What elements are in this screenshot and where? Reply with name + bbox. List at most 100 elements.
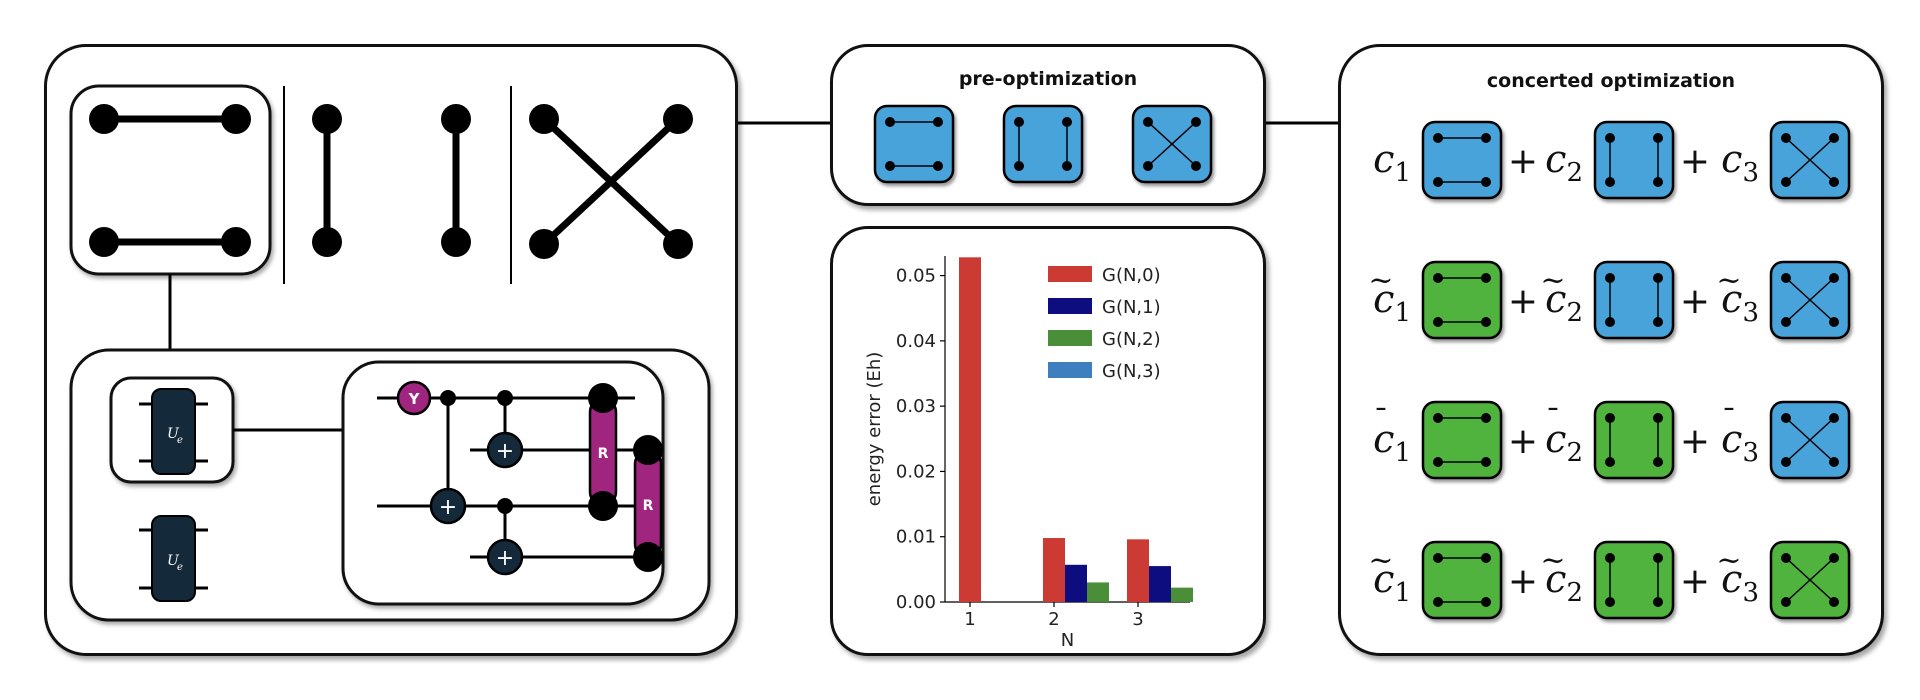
plus-sign: + [1508, 561, 1538, 602]
coefficient: c1 [1373, 137, 1411, 188]
bar-G(N,2) [1171, 587, 1193, 602]
graph-horizontal-pairs [104, 115, 236, 246]
pre-optimization-title: pre-optimization [958, 68, 1138, 90]
y-tick-label: 0.04 [896, 331, 936, 352]
coefficient: c1 [1373, 417, 1411, 468]
control-dot [497, 390, 513, 406]
graph-node [663, 104, 693, 134]
decomposed-circuit-box [341, 360, 665, 606]
coefficient-accent: ~ [1540, 543, 1565, 578]
equation-row: c1~+c2~+c3~ [1368, 260, 1851, 340]
plus-sign: + [1680, 561, 1710, 602]
coefficient-accent: ¯ [1722, 403, 1737, 438]
mini-graph [875, 106, 953, 182]
coefficient-accent: ~ [1540, 263, 1565, 298]
equation-row: c1+c2+c3 [1373, 120, 1851, 200]
pre-optimization-panel: pre-optimization [830, 44, 1266, 206]
mini-graph [1133, 106, 1211, 182]
plus-sign: + [1508, 281, 1538, 322]
unitary-gate: U e [139, 515, 208, 602]
bar-G(N,0) [1127, 539, 1149, 602]
equation-row: c1~+c2~+c3~ [1368, 540, 1851, 620]
svg-text:+: + [496, 546, 514, 571]
mini-graph-h-green [1421, 540, 1503, 620]
legend-swatch [1048, 362, 1092, 378]
coefficient: c3 [1721, 557, 1759, 608]
bar-G(N,2) [1087, 582, 1109, 602]
graph-node [89, 227, 119, 257]
x-tick-label: 2 [1048, 609, 1059, 630]
unitary-label: U [167, 553, 180, 569]
cnot-target: + [486, 538, 524, 576]
coefficient: c1 [1373, 557, 1411, 608]
graph-node [312, 227, 342, 257]
legend-label: G(N,0) [1102, 265, 1161, 286]
legend-label: G(N,1) [1102, 297, 1161, 318]
graph-decomposition-panel: U e U e [44, 44, 738, 656]
bar-G(N,0) [1043, 538, 1065, 602]
legend-swatch [1048, 266, 1092, 282]
graph-node [221, 227, 251, 257]
mini-graph-h-blue [1421, 120, 1503, 200]
graph-cross-pairs [529, 104, 693, 259]
mini-graph-v-blue [1593, 120, 1675, 200]
legend-label: G(N,2) [1102, 329, 1161, 350]
y-tick-label: 0.05 [896, 266, 936, 287]
bar-G(N,1) [1149, 566, 1171, 602]
coefficient: c3 [1721, 277, 1759, 328]
legend-label: G(N,3) [1102, 361, 1161, 382]
unitary-label: U [167, 426, 180, 442]
plus-sign: + [1508, 141, 1538, 182]
mini-graph-x-green [1769, 540, 1851, 620]
mini-graph-v-green [1593, 400, 1675, 480]
cnot-target: + [429, 487, 467, 525]
mini-graph-x-blue [1769, 120, 1851, 200]
coefficient: c2 [1545, 277, 1583, 328]
mini-graph [1004, 106, 1082, 182]
mini-graph-h-green [1421, 400, 1503, 480]
plus-sign: + [1680, 281, 1710, 322]
coefficient: c2 [1545, 417, 1583, 468]
coefficient-accent: ¯ [1546, 403, 1561, 438]
coefficient-accent: ~ [1716, 263, 1741, 298]
coefficient-accent: ¯ [1374, 403, 1389, 438]
control-dot [497, 498, 513, 514]
mini-graph-x-blue [1769, 260, 1851, 340]
r-gate: R [588, 383, 618, 521]
coefficient: c2 [1545, 137, 1583, 188]
coefficient-accent: ~ [1368, 263, 1393, 298]
graph-node [529, 104, 559, 134]
mini-graph-v-blue [1593, 260, 1675, 340]
r-gate-label: R [643, 498, 654, 514]
mini-graph-x-blue [1769, 400, 1851, 480]
y-tick-label: 0.02 [896, 461, 936, 482]
mini-graph-h-green [1421, 260, 1503, 340]
r-gate-label: R [598, 446, 609, 462]
mini-graph-v-green [1593, 540, 1675, 620]
plus-sign: + [1680, 141, 1710, 182]
pre-optimization-graphs [830, 44, 1266, 206]
legend-swatch [1048, 298, 1092, 314]
graph-node [312, 104, 342, 134]
coefficient-accent: ~ [1716, 543, 1741, 578]
graph-decomposition-svg: U e U e [69, 84, 711, 622]
graph-node [221, 104, 251, 134]
legend-swatch [1048, 330, 1092, 346]
y-gate-label: Y [408, 390, 421, 408]
cnot-target: + [486, 431, 524, 469]
coefficient: c1 [1373, 277, 1411, 328]
r-gate: R [633, 435, 663, 572]
equation-row: c1¯+c2¯+c3¯ [1373, 400, 1851, 480]
graph-vertical-pairs [312, 104, 471, 257]
coefficient: c3 [1721, 137, 1759, 188]
unitary-subscript: e [177, 562, 183, 573]
x-axis-label: N [1061, 630, 1074, 651]
coefficient: c3 [1721, 417, 1759, 468]
plus-sign: + [1508, 421, 1538, 462]
graph-node [441, 227, 471, 257]
graph-node [89, 104, 119, 134]
y-tick-label: 0.01 [896, 527, 936, 548]
